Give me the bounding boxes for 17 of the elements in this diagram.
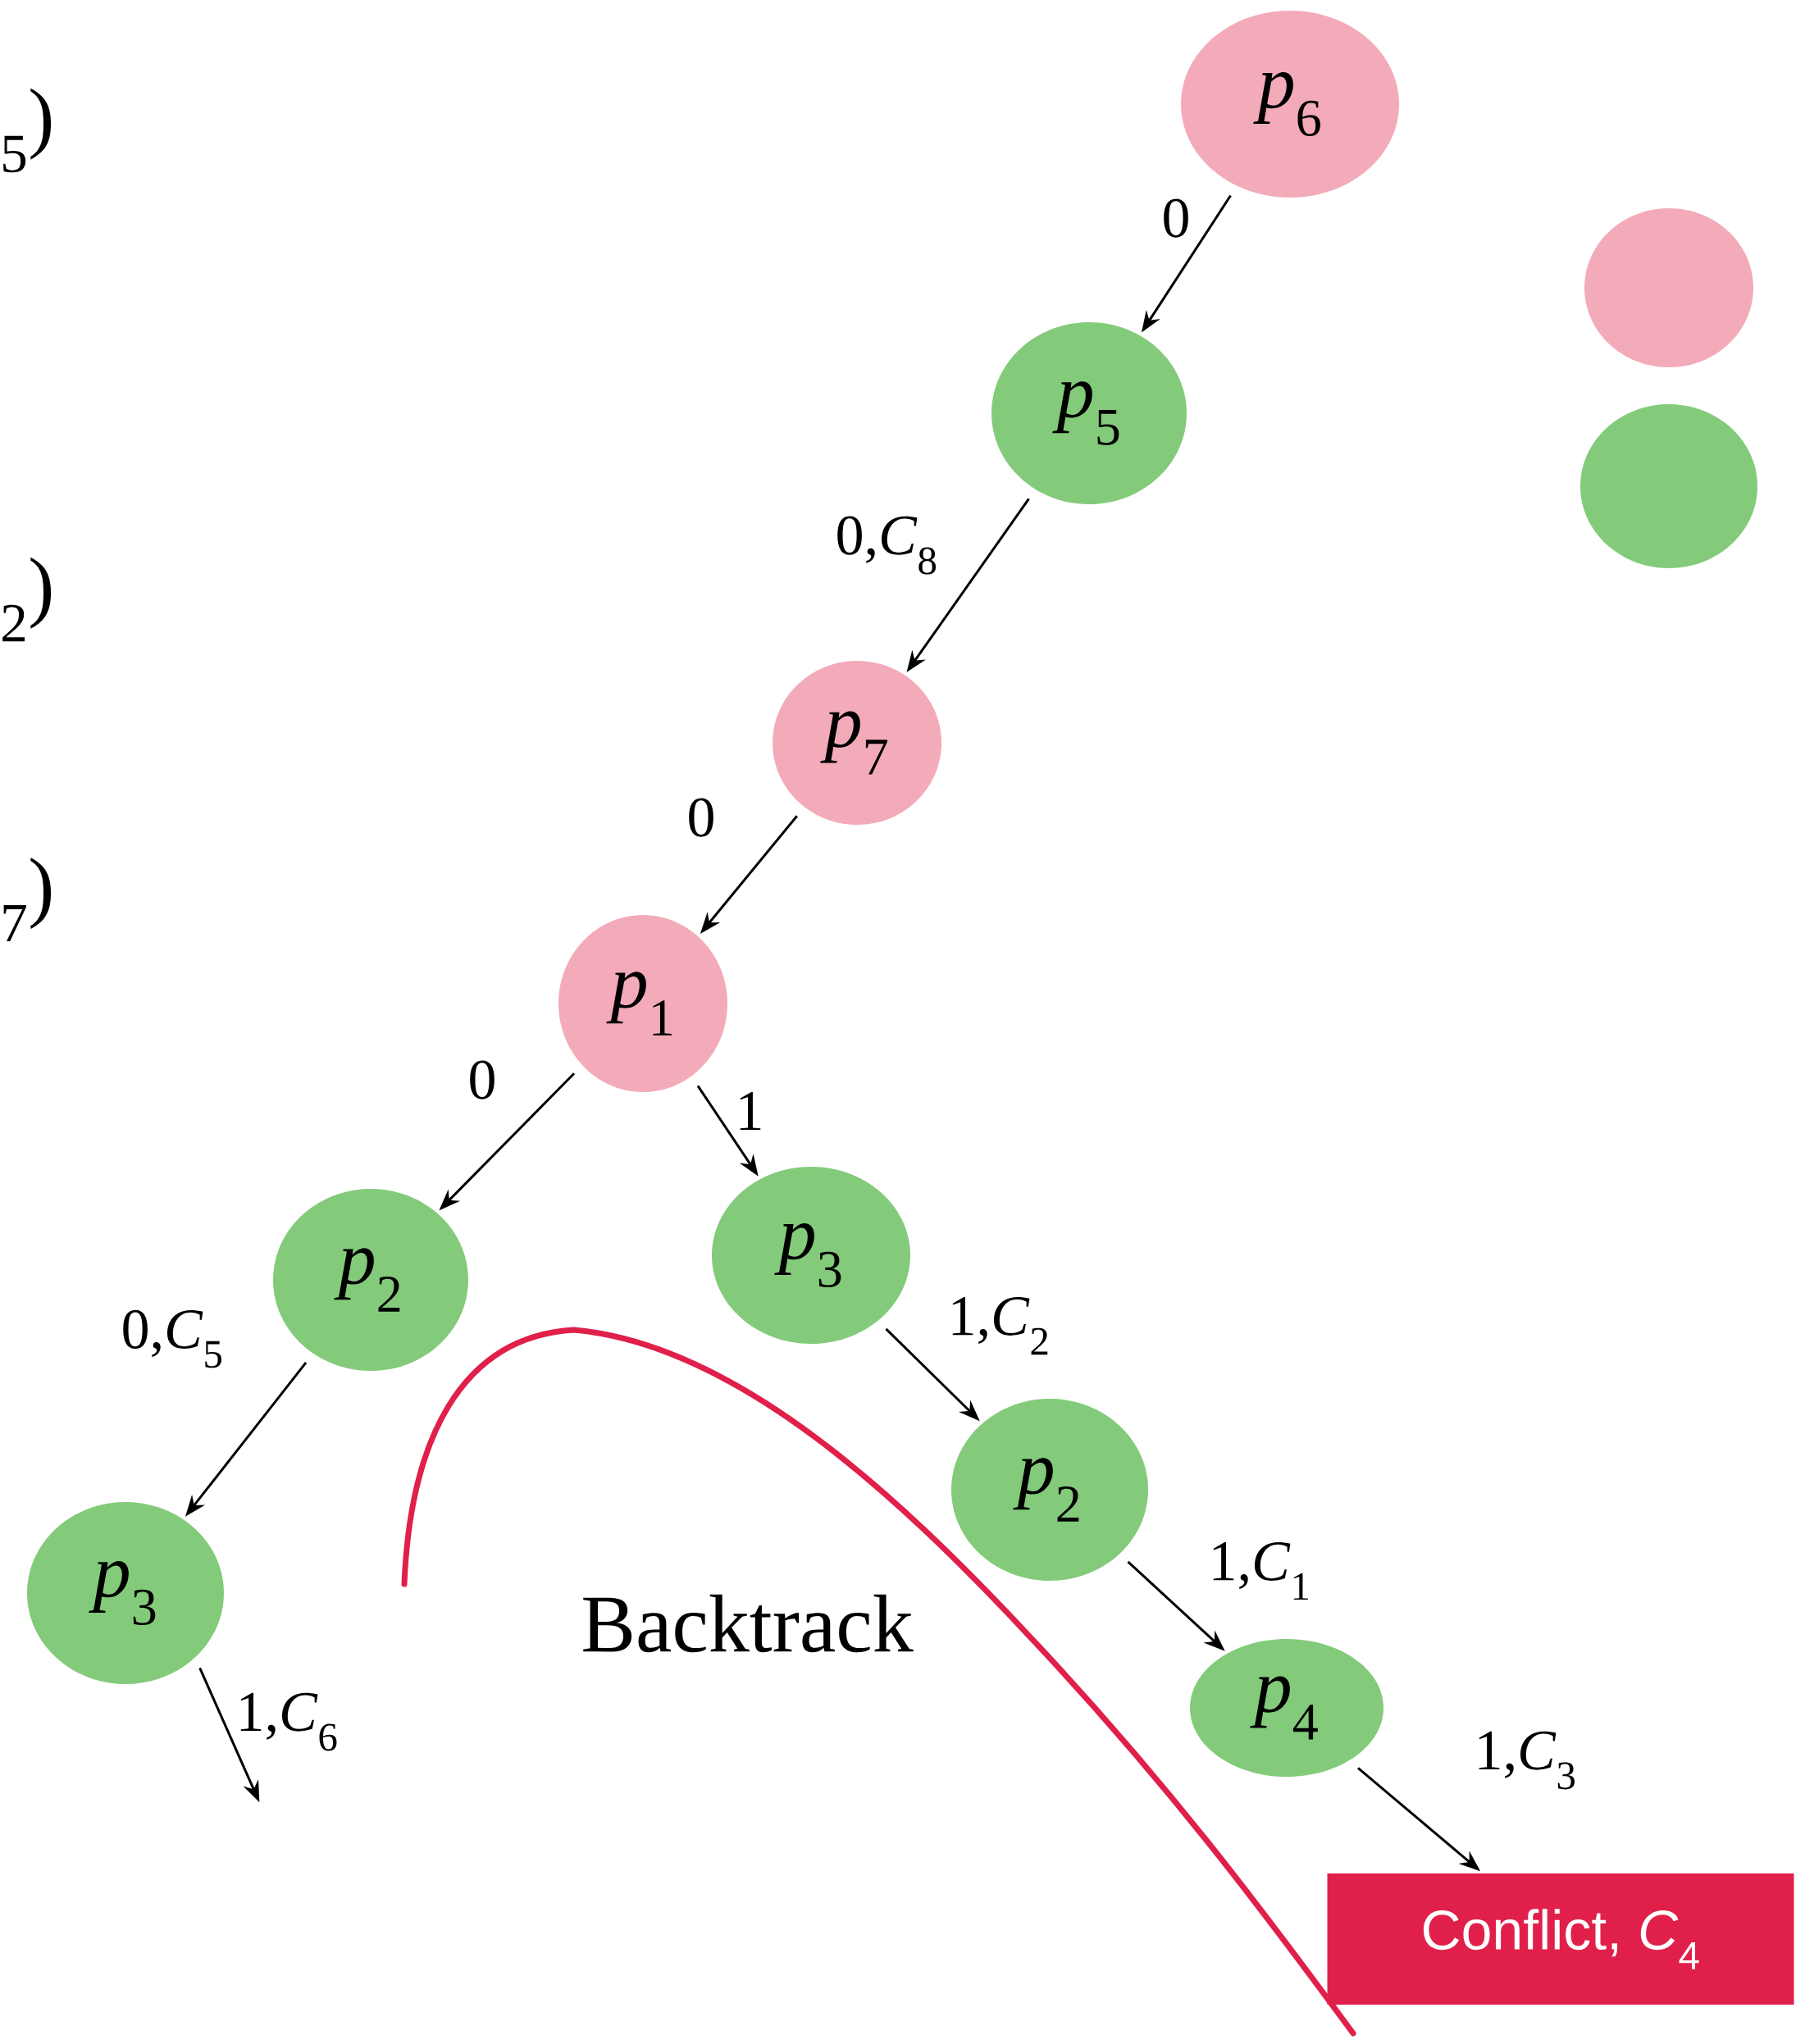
edge-label: 0 <box>689 798 713 837</box>
edge-label: 0 <box>1164 198 1188 238</box>
legend-circle <box>1580 404 1757 568</box>
edge-label: 1,C$_{3}$ <box>1479 1731 1575 1790</box>
edge-label: 1,C$_{1}$ <box>1213 1541 1308 1600</box>
edge-label: 1,C$_{2}$ <box>952 1296 1048 1355</box>
edge-label: 1 <box>740 1091 761 1131</box>
edge-label: 0,C$_{8}$ <box>837 516 937 575</box>
cut-off-text: $_{7}$) <box>3 858 52 942</box>
cut-off-text: $_{5}$) <box>3 88 52 173</box>
edge-label: 1,C$_{6}$ <box>240 1692 337 1751</box>
edge-label: 0 <box>470 1060 495 1099</box>
legend-circle <box>1584 208 1753 367</box>
conflict-box: Conflict, C$_{4}$ <box>1327 1873 1794 2005</box>
backtrack-label: Backtrack <box>583 1594 914 1653</box>
cut-off-text: $_{2}$) <box>2 557 52 642</box>
edge-label: 0,C$_{5}$ <box>123 1309 221 1368</box>
